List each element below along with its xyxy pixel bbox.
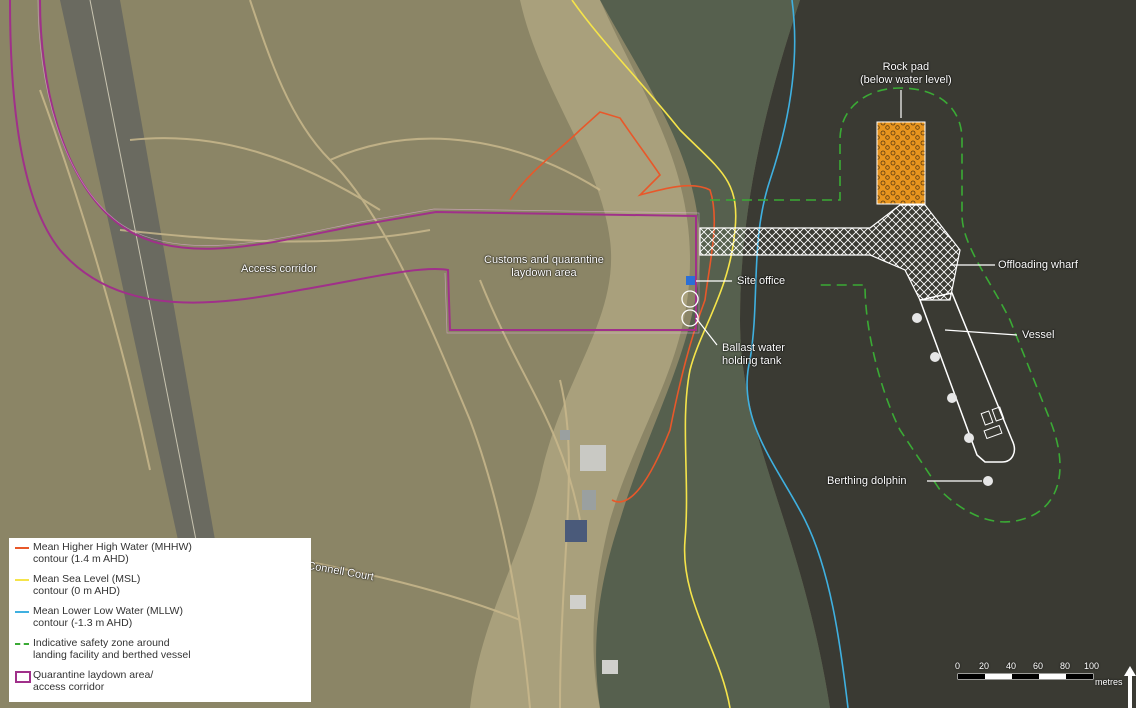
shoreline-sand	[470, 0, 690, 708]
scale-tick-40: 40	[1006, 661, 1017, 671]
ballast-tank-1	[681, 290, 699, 308]
mhhw-contour	[509, 111, 716, 503]
label-access-corridor: Access corridor	[241, 263, 317, 275]
site-office-marker	[686, 276, 695, 285]
label-offloading-wharf: Offloading wharf	[998, 259, 1078, 271]
legend-label: Mean Lower Low Water (MLLW) contour (-1.…	[33, 605, 183, 629]
ballast-tank-2	[681, 309, 699, 327]
legend-item-mhhw: Mean Higher High Water (MHHW) contour (1…	[15, 541, 307, 573]
north-arrow-icon	[1124, 666, 1136, 708]
quarantine-boundary	[9, 0, 697, 331]
label-berthing-dolphin: Berthing dolphin	[827, 475, 907, 487]
label-ballast-tank: Ballast water holding tank	[722, 342, 785, 367]
scale-tick-80: 80	[1060, 661, 1071, 671]
label-rock-pad: Rock pad (below water level)	[860, 61, 952, 86]
buildings	[560, 430, 618, 674]
legend-label: Mean Sea Level (MSL) contour (0 m AHD)	[33, 573, 141, 597]
legend-item-msl: Mean Sea Level (MSL) contour (0 m AHD)	[15, 573, 307, 605]
legend-label: Mean Higher High Water (MHHW) contour (1…	[33, 541, 192, 565]
scale-tick-20: 20	[979, 661, 990, 671]
scale-tick-60: 60	[1033, 661, 1044, 671]
mllw-contour	[746, 0, 849, 708]
msl-contour	[571, 0, 737, 708]
legend-item-safety-zone: Indicative safety zone around landing fa…	[15, 637, 307, 669]
scale-tick-0: 0	[955, 661, 961, 671]
berthing-dolphins	[912, 313, 993, 486]
label-laydown-area: Customs and quarantine laydown area	[484, 254, 604, 279]
jetty-causeway	[699, 204, 961, 301]
legend-label: Indicative safety zone around landing fa…	[33, 637, 191, 661]
legend-item-mllw: Mean Lower Low Water (MLLW) contour (-1.…	[15, 605, 307, 637]
tidal-flat	[596, 0, 830, 708]
leader-lines	[695, 90, 1018, 482]
highway	[60, 0, 215, 540]
scale-tick-100: 100	[1084, 661, 1100, 671]
legend-item-quarantine: Quarantine laydown area/ access corridor	[15, 669, 307, 701]
label-vessel: Vessel	[1022, 329, 1055, 341]
vessel-outline	[918, 292, 1016, 463]
label-site-office: Site office	[737, 275, 786, 287]
scale-bar	[957, 673, 1094, 680]
map-legend: Mean Higher High Water (MHHW) contour (1…	[9, 538, 311, 702]
rock-pad	[876, 121, 926, 205]
scale-unit: metres	[1095, 677, 1123, 687]
legend-label: Quarantine laydown area/ access corridor	[33, 669, 154, 693]
safety-zone	[710, 87, 1061, 523]
